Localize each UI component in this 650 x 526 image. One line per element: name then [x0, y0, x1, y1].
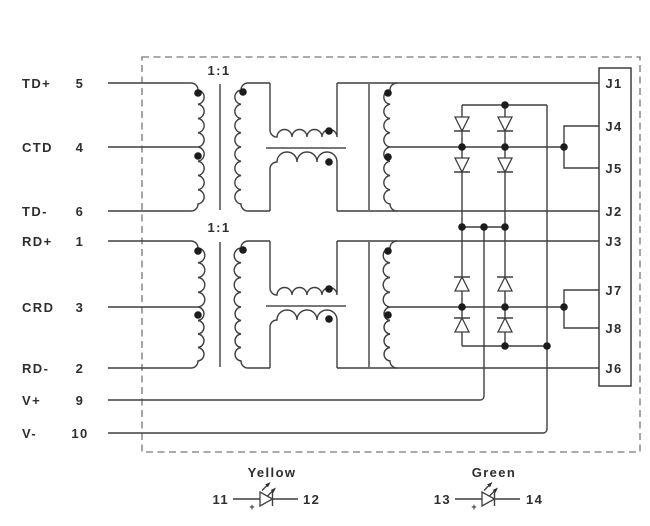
diode-cathode-bars-bottom: [454, 276, 513, 319]
pin-number-2: 2: [76, 361, 85, 376]
pin-label-td-minus: TD-: [22, 204, 48, 219]
bracket-j4-j5: [563, 125, 599, 169]
bottom-primary-winding: [190, 240, 206, 369]
junction-dots: [194, 88, 568, 350]
led-green-diode-icon: [481, 490, 496, 508]
led-yellow-pin-11: 11: [212, 492, 229, 507]
led-green-arrowhead-1: [487, 482, 493, 488]
connector-block: J1 J4 J5 J2 J3 J7 J8 J6: [598, 67, 632, 387]
top-choke-winding-lower: [269, 151, 338, 211]
pin-number-5: 5: [76, 76, 85, 91]
led-green-label: Green: [472, 465, 517, 480]
ratio-label-bottom: 1:1: [208, 220, 231, 235]
bottom-choke-winding-lower: [269, 309, 338, 368]
pin-number-6: 6: [76, 204, 85, 219]
led-green-pin-14: 14: [526, 492, 543, 507]
wire-v-minus-feed: [108, 105, 548, 434]
module-dashed-enclosure: [141, 56, 641, 453]
bottom-choke-winding-upper: [269, 241, 338, 296]
pin-label-crd: CRD: [22, 300, 54, 315]
connector-pin-j5: J5: [605, 161, 622, 176]
diode-top-left-upper-icon: [453, 116, 471, 133]
diode-clamp-network: [453, 104, 547, 347]
bottom-secondary-winding: [233, 240, 270, 369]
diode-bottom-left-lower-icon: [453, 316, 471, 333]
top-choke-winding-upper: [269, 83, 338, 138]
bracket-j7-j8: [563, 289, 599, 329]
wire-v-plus-feed: [108, 227, 485, 401]
diode-cathode-bars-top: [454, 130, 513, 173]
pin-label-rd-plus: RD+: [22, 234, 53, 249]
top-channel-transformer: 1:1: [190, 63, 599, 212]
led-yellow-emission-arrows: [261, 485, 273, 497]
diode-bottom-left-upper-icon: [453, 275, 471, 292]
led-yellow-arrowhead-2: [270, 487, 276, 493]
led-yellow-label: Yellow: [248, 465, 297, 480]
pin-number-10: 10: [71, 426, 88, 441]
pin-label-td-plus: TD+: [22, 76, 51, 91]
diode-top-left-lower-icon: [453, 157, 471, 174]
connector-pin-j3: J3: [605, 234, 622, 249]
pin-number-4: 4: [76, 140, 85, 155]
led-yellow-arrowhead-1: [265, 482, 271, 488]
led-green-emission-arrows: [483, 485, 495, 497]
connector-pin-j8: J8: [605, 321, 622, 336]
ratio-label-top: 1:1: [208, 63, 231, 78]
diode-top-right-upper-icon: [496, 116, 514, 133]
bottom-channel-transformer: 1:1: [190, 220, 599, 369]
led-green-arrowhead-2: [492, 487, 498, 493]
left-pin-wires: [108, 82, 548, 434]
led-green-plus-sign: +: [471, 502, 476, 512]
diode-bottom-right-upper-icon: [496, 275, 514, 292]
bottom-line-side-winding: [382, 240, 398, 369]
connector-pin-j6: J6: [605, 361, 622, 376]
top-secondary-winding: [234, 82, 270, 212]
led-yellow-plus-sign: +: [249, 502, 254, 512]
led-yellow-diode-icon: [259, 490, 274, 508]
diode-bottom-right-lower-icon: [496, 316, 514, 333]
connector-pin-j2: J2: [605, 204, 622, 219]
led-green-pin-13: 13: [434, 492, 451, 507]
led-yellow-pin-12: 12: [303, 492, 320, 507]
pin-number-1: 1: [76, 234, 85, 249]
pin-label-ctd: CTD: [22, 140, 53, 155]
led-green: Green 13 + 14: [434, 465, 543, 512]
diode-top-right-lower-icon: [496, 157, 514, 174]
top-primary-winding: [190, 82, 205, 212]
connector-pin-j4: J4: [605, 119, 622, 134]
connector-box: [598, 67, 632, 387]
connector-pin-j7: J7: [605, 283, 622, 298]
connector-pin-j1: J1: [605, 76, 622, 91]
left-pin-labels: TD+ 5 CTD 4 TD- 6 RD+ 1 CRD 3 RD- 2 V+ 9…: [22, 76, 88, 441]
pin-number-9: 9: [76, 393, 85, 408]
pin-label-v-plus: V+: [22, 393, 41, 408]
pin-number-3: 3: [76, 300, 85, 315]
pin-label-v-minus: V-: [22, 426, 37, 441]
led-yellow: Yellow 11 + 12: [212, 465, 320, 512]
pin-label-rd-minus: RD-: [22, 361, 49, 376]
